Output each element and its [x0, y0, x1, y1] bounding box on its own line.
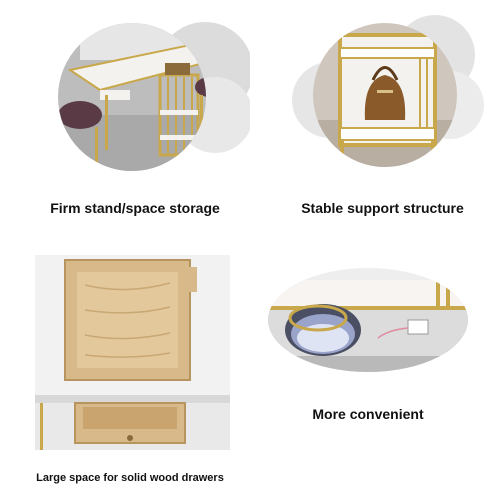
photo-firm-stand [40, 15, 253, 175]
photo-stable-support [285, 10, 485, 180]
wood-drawer-illustration [35, 255, 230, 450]
caption-stable-support: Stable support structure [301, 200, 464, 216]
more-convenient-illustration [268, 268, 468, 372]
stable-support-illustration [292, 15, 484, 167]
photo-wood-drawers [35, 255, 230, 450]
caption-firm-stand: Firm stand/space storage [50, 200, 220, 216]
caption-more-convenient: More convenient [312, 406, 424, 422]
photo-more-convenient [268, 268, 468, 373]
caption-wood-drawers: Large space for solid wood drawers [36, 472, 224, 484]
firm-stand-illustration [58, 22, 253, 171]
